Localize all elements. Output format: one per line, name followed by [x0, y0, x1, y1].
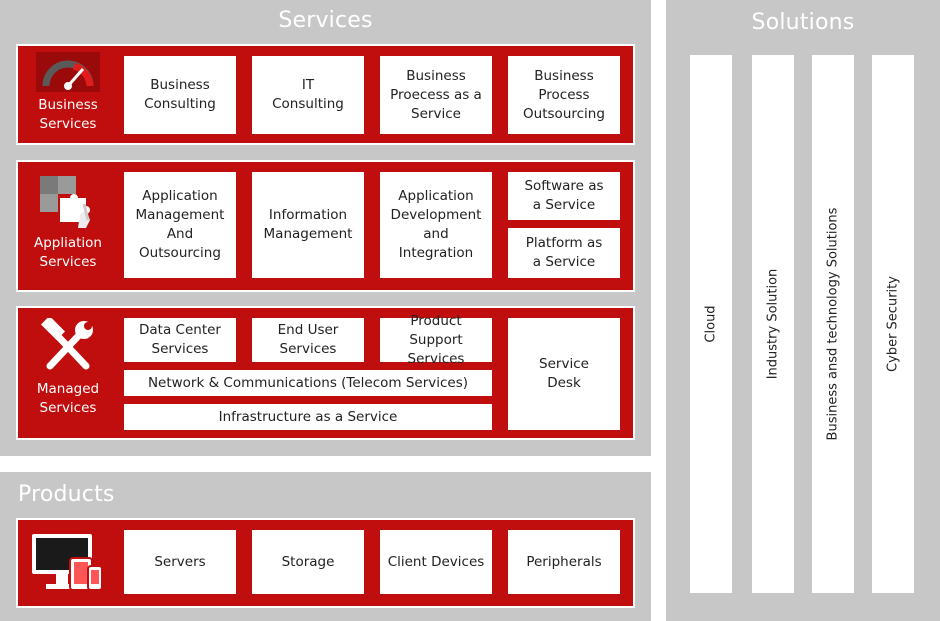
infrastructure-as-a-service-box: Infrastructure as a Service [124, 404, 492, 430]
products-title: Products [18, 482, 115, 507]
products-band: Servers Storage Client Devices Periphera… [16, 518, 635, 608]
business-process-as-a-service-box: Business Proecess as a Service [380, 56, 492, 134]
solution-column-industry: Industry Solution [752, 55, 794, 593]
client-devices-box: Client Devices [380, 530, 492, 594]
business-process-outsourcing-box: Business Process Outsourcing [508, 56, 620, 134]
business-consulting-box: Business Consulting [124, 56, 236, 134]
software-as-a-service-box: Software as a Service [508, 172, 620, 220]
peripherals-box: Peripherals [508, 530, 620, 594]
data-center-services-box: Data Center Services [124, 318, 236, 362]
it-consulting-box: IT Consulting [252, 56, 364, 134]
business-services-band: Business Services Business Consulting IT… [16, 44, 635, 145]
devices-icon [30, 532, 106, 598]
solution-label-cyber-security: Cyber Security [885, 276, 901, 372]
managed-services-band: Managed Services Data Center Services En… [16, 306, 635, 440]
solution-label-industry: Industry Solution [765, 268, 781, 380]
application-management-box: Application Management And Outsourcing [124, 172, 236, 278]
products-category [18, 532, 118, 598]
storage-box: Storage [252, 530, 364, 594]
platform-as-a-service-box: Platform as a Service [508, 228, 620, 278]
business-services-label: Business Services [38, 97, 98, 132]
business-services-category: Business Services [18, 52, 118, 134]
application-services-label: Appliation Services [33, 235, 102, 270]
managed-services-category: Managed Services [18, 315, 118, 418]
information-management-box: Information Management [252, 172, 364, 278]
products-panel: Products Servers Storage Client Devices … [0, 472, 651, 621]
solution-column-cyber-security: Cyber Security [872, 55, 914, 593]
puzzle-hand-icon [36, 174, 100, 234]
speedometer-icon [36, 52, 100, 96]
solutions-panel: Solutions Cloud Industry Solution Busine… [666, 0, 940, 621]
product-support-services-box: Product Support Services [380, 313, 492, 367]
solution-label-cloud: Cloud [703, 305, 719, 343]
network-communications-box: Network & Communications (Telecom Servic… [124, 370, 492, 396]
end-user-services-box: End User Services [252, 318, 364, 362]
servers-box: Servers [124, 530, 236, 594]
application-development-box: Application Development and Integration [380, 172, 492, 278]
solution-column-cloud: Cloud [690, 55, 732, 593]
services-panel: Services Business Services Business Cons… [0, 0, 651, 456]
wrench-hammer-icon [38, 315, 98, 380]
solution-label-business-technology: Business ansd technology Solutions [825, 207, 841, 441]
application-services-band: Appliation Services Application Manageme… [16, 160, 635, 292]
managed-services-label: Managed Services [36, 381, 100, 416]
service-desk-box: Service Desk [508, 318, 620, 430]
services-title: Services [278, 8, 373, 33]
application-services-category: Appliation Services [18, 174, 118, 272]
solution-column-business-technology: Business ansd technology Solutions [812, 55, 854, 593]
solutions-title: Solutions [751, 10, 855, 35]
